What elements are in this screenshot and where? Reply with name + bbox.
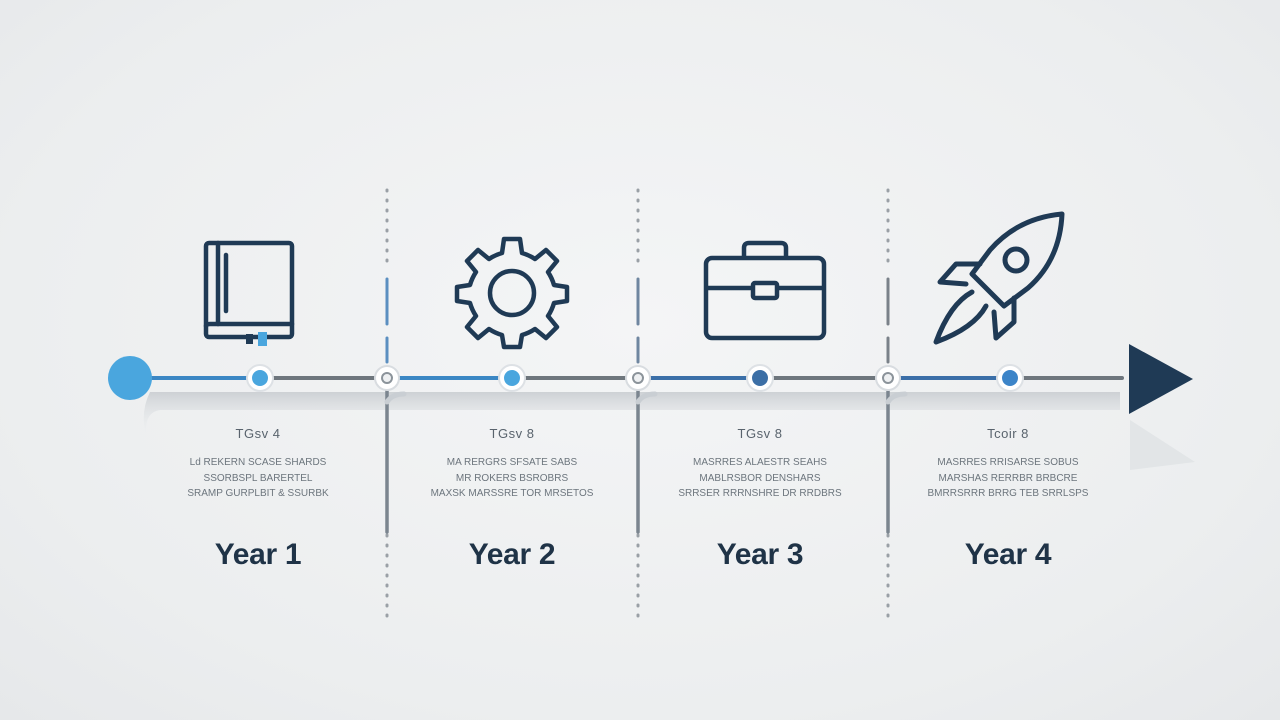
phase-description: MASRRES RRISARSE SOBUS MARSHAS RERRBR BR… — [898, 455, 1118, 502]
junction-nodes — [374, 365, 901, 391]
year-label: Year 1 — [214, 538, 302, 571]
book-icon — [203, 240, 295, 346]
year-label: Year 3 — [716, 538, 804, 571]
divider-joint — [635, 391, 658, 405]
description-line: SRRSER RRRNSHRE DR RRDBRS — [678, 488, 842, 499]
divider-joint — [384, 391, 407, 405]
milestone-nodes — [246, 364, 1024, 392]
description-line: Ld REKERN SCASE SHARDS — [189, 457, 327, 468]
description-line: MASRRES RRISARSE SOBUS — [937, 457, 1079, 468]
description-line: MAXSK MARSSRE TOR MRSETOS — [430, 488, 594, 499]
description-line: BMRRSRRR BRRG TEB SRRLSPS — [927, 488, 1089, 499]
arrow-head-icon — [1129, 344, 1193, 414]
phase-description: Ld REKERN SCASE SHARDS SSORBSPL BARERTEL… — [148, 455, 368, 502]
description-line: MA RERGRS SFSATE SABS — [446, 457, 578, 468]
phase-description: MA RERGRS SFSATE SABS MR ROKERS BSROBRS … — [402, 455, 622, 502]
phase-title: Tcoir 8 — [987, 426, 1029, 441]
year-label: Year 4 — [964, 538, 1052, 571]
phase-title: TGsv 8 — [737, 426, 783, 441]
description-line: MASRRES ALAESTR SEAHS — [693, 457, 827, 468]
start-node — [108, 356, 152, 400]
divider-joint — [885, 391, 908, 405]
phase-title: TGsv 4 — [235, 426, 281, 441]
description-line: SSORBSPL BARERTEL — [203, 472, 313, 484]
description-line: MR ROKERS BSROBRS — [455, 472, 569, 484]
gear-icon — [454, 236, 570, 350]
dotted-dividers — [385, 188, 890, 627]
description-line: MABLRSBOR DENSHARS — [699, 472, 821, 484]
arrow-shadow — [1130, 420, 1195, 470]
rocket-icon — [933, 211, 1065, 345]
description-line: SRAMP GURPLBIT & SSURBK — [187, 488, 329, 499]
phase-description: MASRRES ALAESTR SEAHS MABLRSBOR DENSHARS… — [650, 455, 870, 502]
description-line: MARSHAS RERRBR BRBCRE — [938, 472, 1078, 484]
year-label: Year 2 — [468, 538, 556, 571]
briefcase-icon — [703, 240, 827, 341]
phase-title: TGsv 8 — [489, 426, 535, 441]
